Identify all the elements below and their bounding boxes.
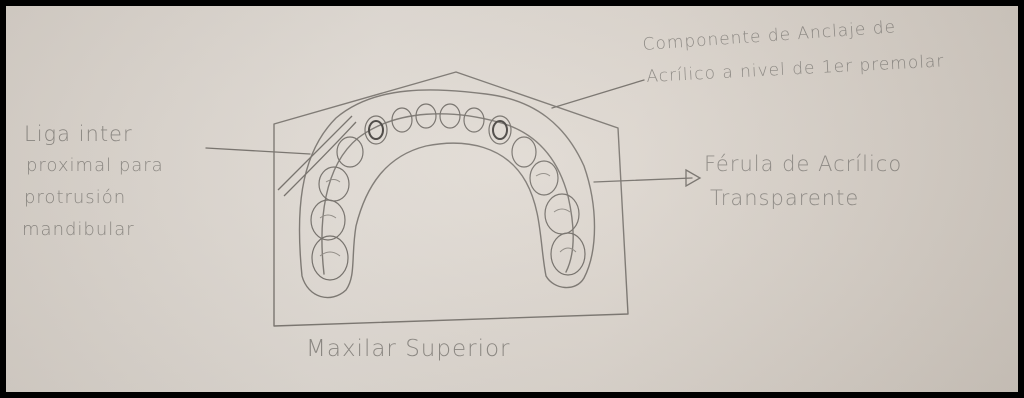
molar-left-1 [312, 236, 348, 280]
molar-left-2 [311, 200, 345, 240]
label-left-2: proximal para [26, 156, 164, 177]
splint-inner-arch [322, 114, 573, 274]
leader-left [206, 148, 310, 154]
incisor-4 [464, 108, 484, 132]
label-right-1: Férula de Acrílico [704, 152, 902, 176]
premolar-right-2 [530, 161, 558, 195]
molar-right-1 [545, 194, 579, 234]
label-left-4: mandibular [22, 220, 135, 241]
leader-right [594, 178, 692, 182]
teeth [311, 104, 585, 280]
paper-sheet: Liga inter proximal para protrusión mand… [6, 6, 1018, 392]
label-bottom-title: Maxilar Superior [306, 336, 511, 362]
leader-top-right [552, 80, 644, 108]
premolar-left-2 [337, 137, 363, 167]
label-left-1: Liga inter [24, 122, 133, 146]
label-right-2: Transparente [710, 186, 859, 210]
premolar-right-1 [512, 137, 536, 167]
incisor-2 [416, 104, 436, 128]
anchor-marks [369, 121, 507, 139]
label-left-3: protrusión [24, 188, 126, 209]
incisor-3 [440, 104, 460, 128]
